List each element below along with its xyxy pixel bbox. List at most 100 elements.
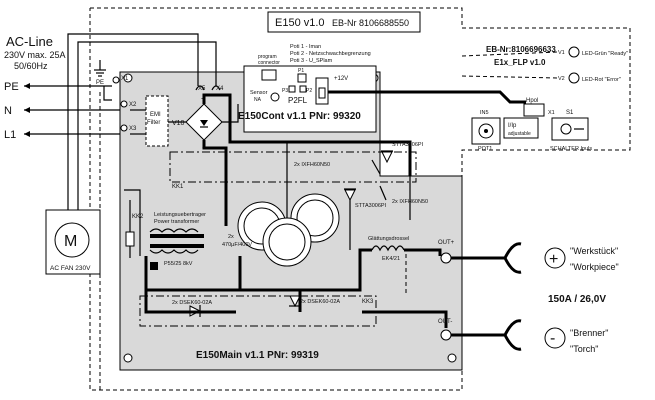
led2-ref: V2 — [558, 76, 565, 82]
terminal-x2: X2 — [129, 102, 137, 108]
plus-symbol-icon — [544, 247, 566, 269]
led-red-icon — [568, 72, 580, 84]
mounting-hole-icon — [123, 73, 133, 83]
pe-ground: PE — [94, 60, 106, 86]
rectifier-ref: V10 — [172, 120, 185, 127]
l1-arrow-icon — [24, 131, 30, 137]
header-title: E150 v1.0 — [275, 17, 325, 29]
out-minus-label: OUT- — [438, 319, 452, 325]
sensor-icon — [270, 92, 280, 102]
front-panel-title: E1x_FLP v1.0 — [494, 58, 546, 67]
adjust-label-2: adjustable — [508, 131, 531, 137]
out-plus-terminal-icon — [440, 252, 452, 264]
out-plus-label: OUT+ — [438, 240, 455, 246]
terminal-x5: X5 — [198, 86, 206, 92]
kk2-label: KK2 — [132, 214, 144, 220]
inductor-coil-icon — [371, 245, 405, 252]
resistor-icon — [125, 231, 135, 247]
diode-left-label: 2x DSEK60-02A — [172, 300, 212, 306]
housing-outline — [89, 7, 631, 391]
supply-label: +12V — [334, 76, 348, 82]
poti-p3-icon — [288, 85, 296, 93]
sensor-label: Sensor — [250, 90, 268, 96]
emi-filter-label-2: Filter — [147, 120, 160, 126]
ac-line-frequency: 50/60Hz — [14, 61, 48, 71]
diode-mid-icon — [344, 188, 356, 202]
pe-arrow-icon — [24, 83, 30, 89]
kk1-label: KK1 — [172, 184, 184, 190]
poti-board-label: P2FL — [288, 96, 308, 105]
torch-cable — [451, 319, 522, 351]
program-connector-label-2: connector — [258, 60, 280, 66]
line-label-l1: L1 — [4, 129, 16, 141]
plug-label: Hpol — [526, 98, 538, 104]
terminal-x4: X4 — [216, 86, 224, 92]
minus-symbol: - — [550, 330, 555, 347]
fan-motor-icon — [54, 222, 90, 258]
sensor-label-2: NA — [254, 97, 262, 103]
output-rating: 150A / 26,0V — [548, 294, 606, 305]
adjust-label: I/Ip — [508, 123, 517, 129]
emi-filter: EMI Filter — [145, 95, 169, 147]
poti-note-3: Poti 3 - U_SPlam — [290, 58, 333, 64]
dc-bus-top — [202, 93, 412, 176]
poti-p3-label: P3 — [282, 88, 288, 94]
diode-mid-label: STTA3006PI — [355, 203, 387, 209]
workpiece-en: "Workpiece" — [570, 262, 619, 272]
poti-p1-icon — [297, 73, 307, 83]
ac-fan: M AC FAN 230V — [45, 209, 101, 275]
poti-p1-label: P1 — [298, 68, 304, 74]
dc-bus-bottom — [202, 140, 228, 226]
terminals: X1 X2 X3 X5 X4 — [112, 76, 224, 132]
inductor-ref: EK4/21 — [382, 256, 400, 262]
terminal-x3: X3 — [129, 126, 137, 132]
torch-en: "Torch" — [570, 344, 598, 354]
transistors-top-label: 2x IXFH60N50 — [294, 162, 330, 168]
plus-symbol: + — [549, 251, 558, 268]
plug-ref: X1 — [548, 110, 555, 116]
transformer-core-icon — [150, 234, 204, 238]
led1-label: LED-Grün "Ready" — [582, 51, 628, 57]
main-board-title: E150Main v1.1 PNr: 99319 — [196, 350, 319, 361]
switch-icon — [560, 123, 572, 135]
program-connector — [261, 69, 277, 81]
output-cap-label: P55/25 8kV — [164, 261, 193, 267]
control-board: Poti 1 - Iman Poti 2 - Netzschwachbegren… — [238, 44, 377, 133]
bulk-capacitors: 2x 470µF/400V — [222, 193, 340, 267]
front-panel-cable — [328, 90, 526, 104]
line-label-pe: PE — [4, 81, 19, 93]
switch-ref: S1 — [566, 110, 574, 116]
front-panel-eb-number: EB-Nr:8106696633 — [486, 45, 556, 54]
transformer-label-2: Power transformer — [154, 219, 199, 225]
fan-label: AC FAN 230V — [50, 265, 91, 272]
poti-note-1: Poti 1 - Iman — [290, 44, 321, 50]
torch-de: "Brenner" — [570, 328, 608, 338]
fan-wire-2 — [77, 41, 217, 210]
workpiece-de: "Werkstück" — [570, 246, 618, 256]
output-cap-icon — [150, 262, 158, 270]
inductor-label: Glättungsdrossel — [368, 236, 409, 242]
power-transformer: Leistungsuebertrager Power transformer — [149, 212, 206, 254]
header-box — [267, 11, 421, 33]
pot-label: POT1 — [478, 146, 492, 152]
kk3-label: KK3 — [362, 299, 374, 305]
control-board-title: E150Cont v1.1 PNr: 99320 — [238, 111, 361, 122]
n-arrow-icon — [24, 107, 30, 113]
diode-top-icon — [381, 150, 393, 164]
ac-line-rating: 230V max. 25A — [4, 50, 66, 60]
led2-label: LED-Rot "Error" — [582, 77, 621, 83]
led-green-icon — [568, 46, 580, 58]
transformer-label: Leistungsuebertrager — [154, 212, 206, 218]
fan-motor-symbol: M — [64, 233, 77, 250]
line-label-n: N — [4, 105, 12, 117]
plug-connector — [523, 103, 545, 117]
program-connector-label: program — [258, 54, 277, 60]
poti-note-2: Poti 2 - Netzschwachbegrenzung — [290, 51, 371, 57]
minus-symbol-icon — [544, 327, 566, 349]
ac-line-block: AC-Line 230V max. 25A 50/60Hz PE N L1 — [4, 34, 120, 141]
supply-pin — [318, 87, 326, 99]
output-negative: OUT- - "Brenner" "Torch" — [438, 319, 608, 354]
poti-p2-label: P2 — [306, 88, 312, 94]
switch-label: SCHALTER Ipuls — [550, 146, 592, 152]
